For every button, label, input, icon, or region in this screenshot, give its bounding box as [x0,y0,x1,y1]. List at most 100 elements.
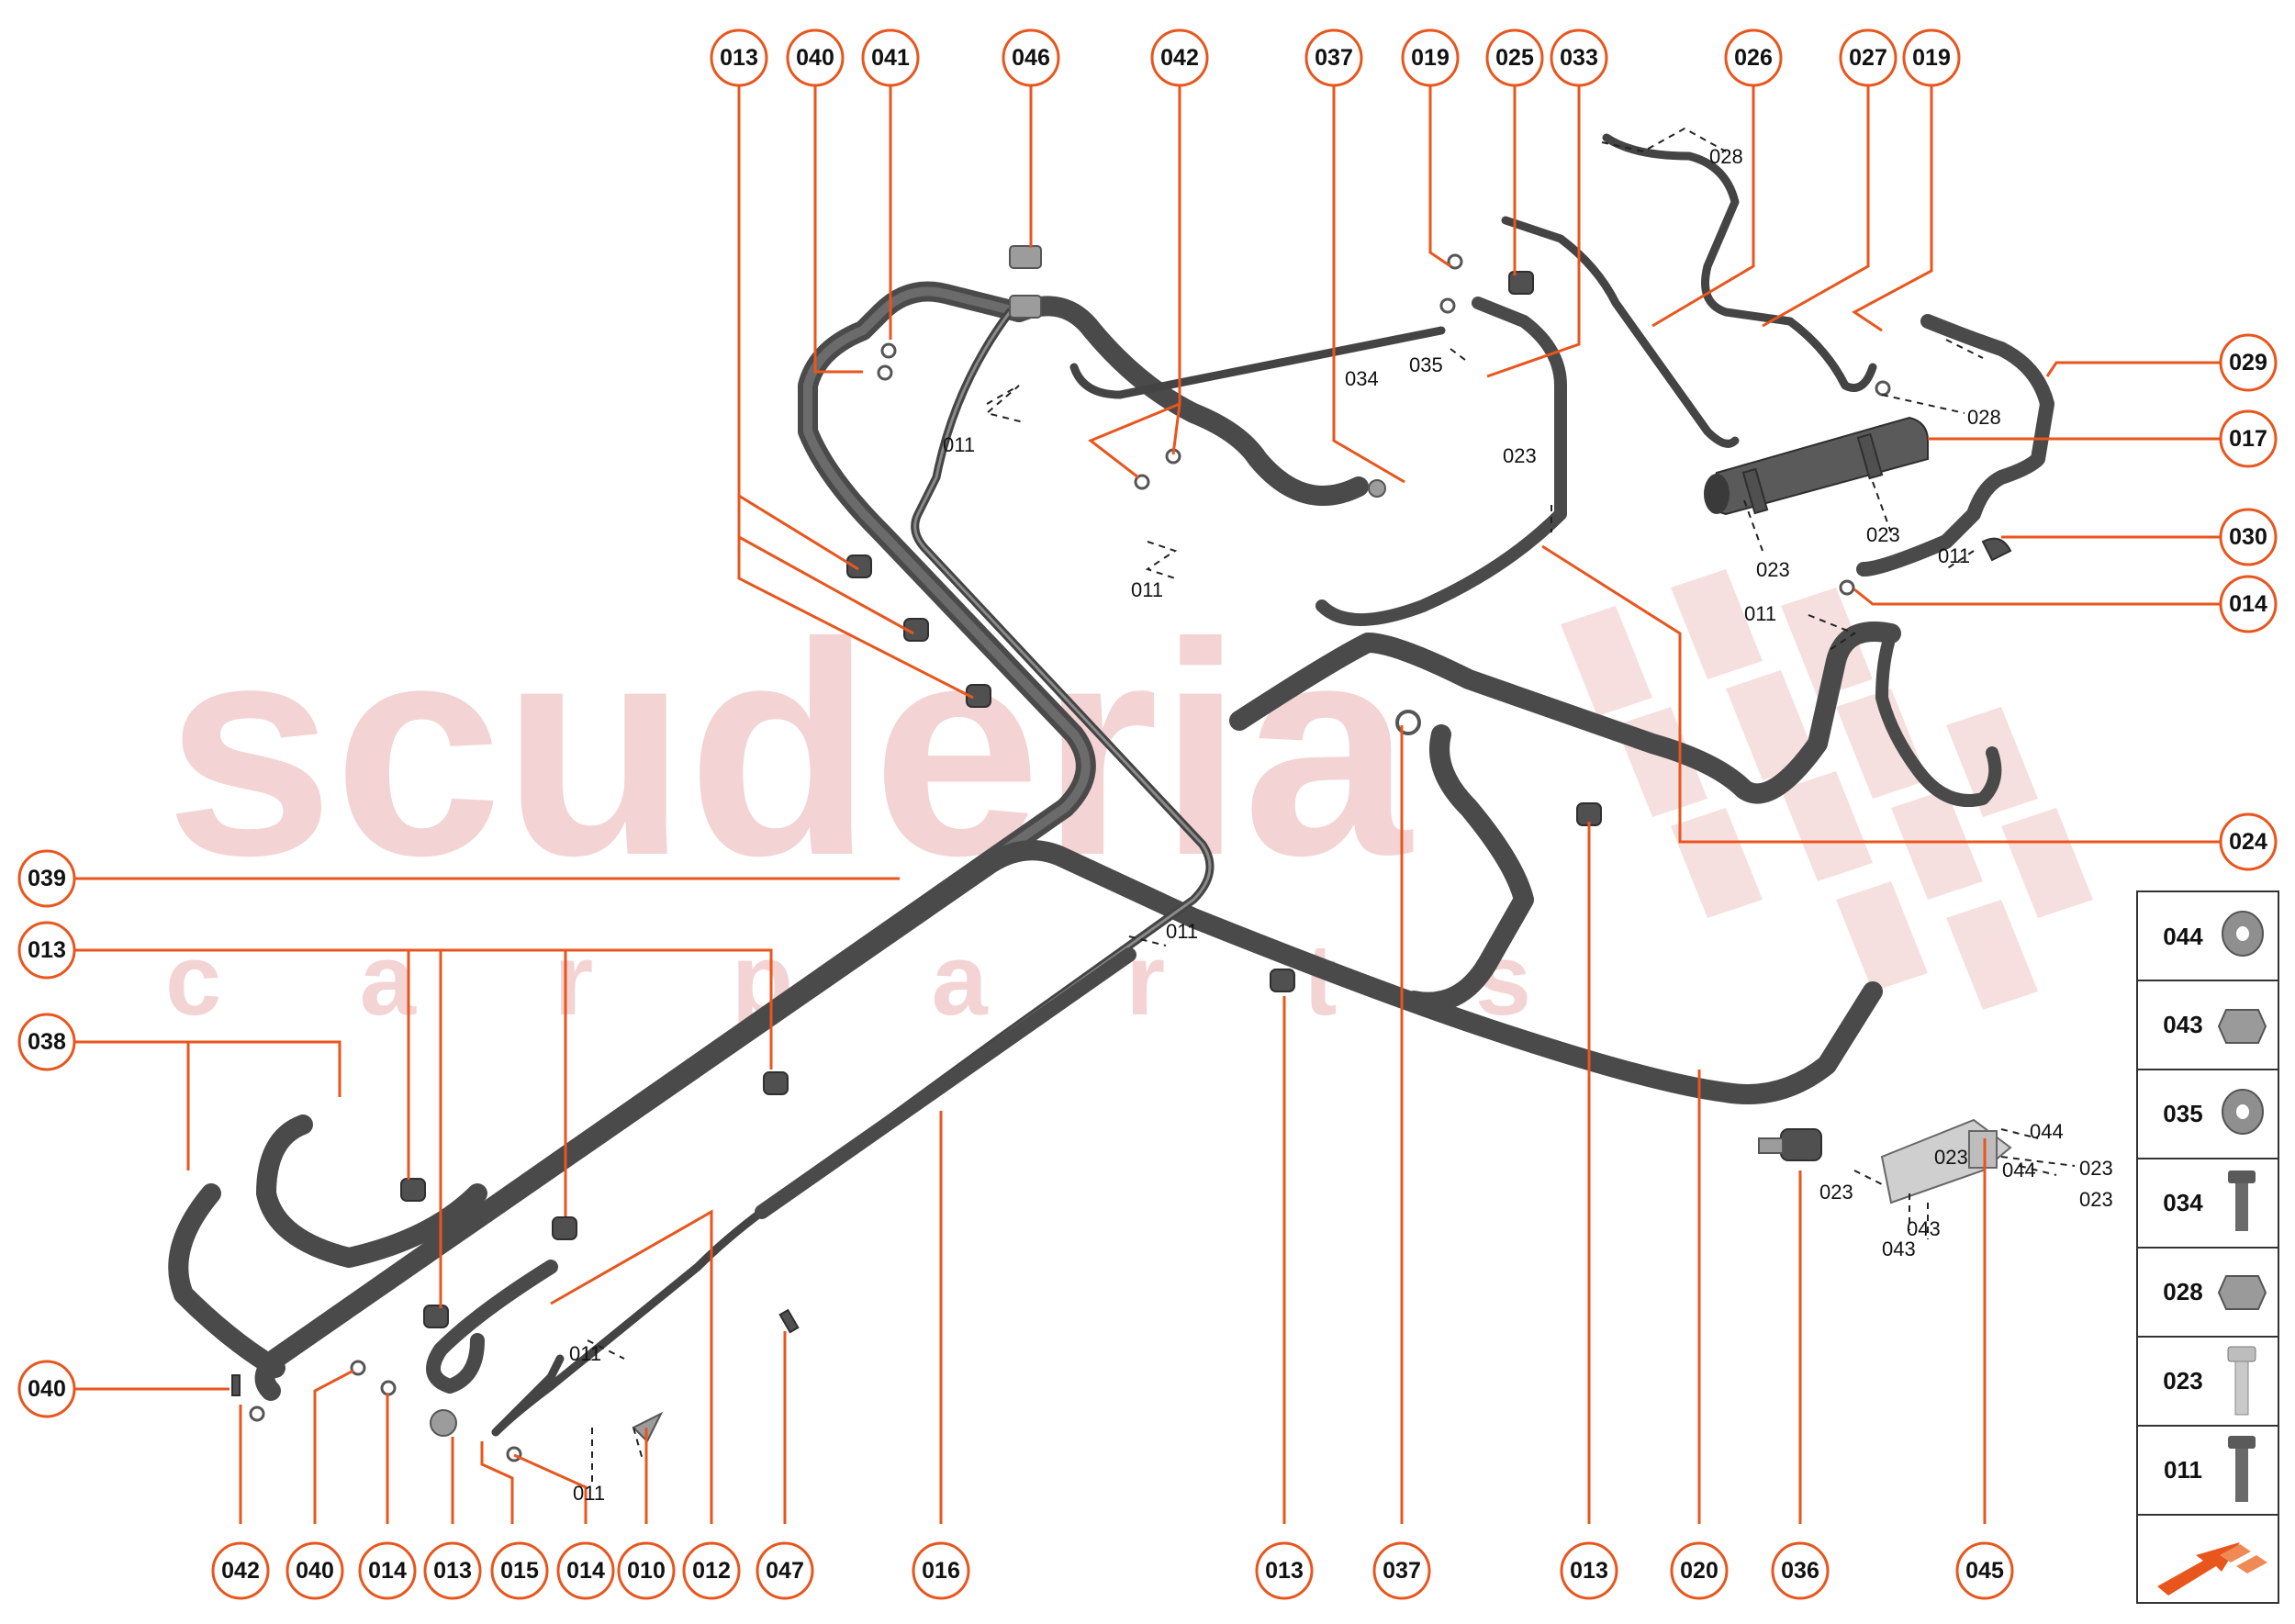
callout-right-4[interactable]: 024 [2219,812,2278,871]
legend-cell-023 [2136,1336,2279,1427]
legend-code-035: 035 [2163,1100,2202,1127]
small-parts [231,245,2012,1462]
callout-left-2[interactable]: 038 [17,1013,76,1071]
hose-020 [265,840,1883,1369]
svg-text:012: 012 [692,1558,731,1584]
callout-bottom-3[interactable]: 013 [423,1541,482,1600]
callout-bottom-9[interactable]: 016 [912,1541,970,1600]
washer-019-c [1875,380,1891,397]
clip-042-b [1134,474,1150,490]
svg-text:047: 047 [766,1558,804,1584]
label-034: 034 [1345,367,1379,390]
callout-bottom-0[interactable]: 042 [211,1541,270,1600]
svg-text:045: 045 [1965,1558,2004,1584]
label-023-a: 023 [1503,444,1537,467]
clamp-037 [1368,479,1386,498]
svg-text:015: 015 [500,1558,539,1584]
bolt-icon [2228,1436,2256,1502]
callout-top-1[interactable]: 040 [786,28,845,87]
clip-014 [1839,579,1855,596]
callouts-left: 039 013 038 040 [17,849,76,1418]
label-023-f: 023 [2079,1157,2113,1180]
label-023-b: 023 [1866,523,1900,546]
grommet-013-e [763,1071,789,1095]
callout-bottom-7[interactable]: 012 [682,1541,741,1600]
callout-bottom-4[interactable]: 015 [490,1541,549,1600]
clip-042-c [249,1406,265,1422]
clip-014-c [506,1446,522,1462]
orange-direction-arrow-icon [2157,1542,2267,1596]
callout-bottom-12[interactable]: 013 [1560,1541,1618,1600]
callout-top-10[interactable]: 027 [1839,28,1898,87]
svg-text:038: 038 [28,1029,66,1055]
svg-text:026: 026 [1734,45,1773,71]
clamp-037-lower [1395,710,1421,735]
pipe-011-lower [491,1354,565,1437]
hose-024 [1229,622,1901,804]
bolt-icon [2228,1170,2256,1231]
svg-text:036: 036 [1781,1558,1819,1584]
callout-top-5[interactable]: 037 [1304,28,1363,87]
hose-038-lower [168,1183,285,1378]
callout-top-3[interactable]: 046 [1002,28,1060,87]
label-011-e: 011 [1166,920,1198,943]
callout-left-0[interactable]: 039 [17,849,76,908]
svg-text:040: 040 [28,1376,66,1402]
label-011-b: 011 [1938,544,1970,567]
legend-code-044: 044 [2163,923,2203,950]
callout-bottom-5[interactable]: 014 [556,1541,615,1600]
legend-code-023: 023 [2163,1367,2202,1394]
grommet-025 [1508,271,1534,295]
callout-bottom-2[interactable]: 014 [358,1541,417,1600]
watermark-tagline: c a r p a r t s [165,924,1586,1036]
legend-code-034: 034 [2163,1189,2203,1216]
callout-bottom-8[interactable]: 047 [756,1541,814,1600]
flange-nut-icon [2217,1275,2267,1310]
svg-text:017: 017 [2229,426,2267,452]
callout-bottom-15[interactable]: 045 [1955,1541,2014,1600]
callout-left-3[interactable]: 040 [17,1360,76,1418]
callout-right-0[interactable]: 029 [2219,333,2278,392]
label-044-a: 044 [2030,1120,2064,1143]
callout-bottom-1[interactable]: 040 [285,1541,344,1600]
legend-cell-034 [2136,1158,2279,1249]
hose-038-upper [256,1114,487,1268]
callout-left-1[interactable]: 013 [17,921,76,980]
callout-right-2[interactable]: 030 [2219,508,2278,566]
svg-text:019: 019 [1411,45,1450,71]
callout-top-4[interactable]: 042 [1150,28,1209,87]
hose-upper-037 [1009,296,1369,506]
svg-text:037: 037 [1315,45,1353,71]
svg-text:013: 013 [1265,1558,1304,1584]
checkered-flag-watermark [1561,569,2093,1010]
label-011-d: 011 [1131,578,1163,601]
callout-top-0[interactable]: 013 [710,28,768,87]
callout-bottom-11[interactable]: 037 [1372,1541,1431,1600]
flange-nut-icon [2217,1009,2267,1044]
hose-014-lower [1875,627,2002,807]
legend-cell-011 [2136,1425,2279,1516]
callout-top-8[interactable]: 033 [1550,28,1608,87]
callout-top-11[interactable]: 019 [1902,28,1961,87]
svg-text:029: 029 [2229,350,2267,375]
callout-bottom-6[interactable]: 010 [617,1541,676,1600]
label-043-b: 043 [1882,1238,1916,1260]
callout-right-1[interactable]: 017 [2219,409,2278,468]
callout-bottom-13[interactable]: 020 [1670,1541,1729,1600]
callout-bottom-14[interactable]: 036 [1771,1541,1830,1600]
callout-bottom-10[interactable]: 013 [1255,1541,1314,1600]
pipe-016-sleeve [755,947,1136,1219]
flange-bolt-icon [2227,1346,2256,1416]
grommet-013-g [423,1305,449,1328]
svg-text:037: 037 [1383,1558,1421,1584]
callouts-top: 013 040 041 046 042 037 019 025 033 026 … [710,28,1961,87]
callout-top-7[interactable]: 025 [1485,28,1544,87]
label-028-right: 028 [1967,406,2001,429]
callout-top-9[interactable]: 026 [1724,28,1783,87]
washer-019-b [1439,297,1456,314]
callout-right-3[interactable]: 014 [2219,575,2278,633]
callout-top-2[interactable]: 041 [861,28,920,87]
svg-text:046: 046 [1012,45,1050,71]
svg-text:025: 025 [1495,45,1534,71]
callout-top-6[interactable]: 019 [1401,28,1460,87]
